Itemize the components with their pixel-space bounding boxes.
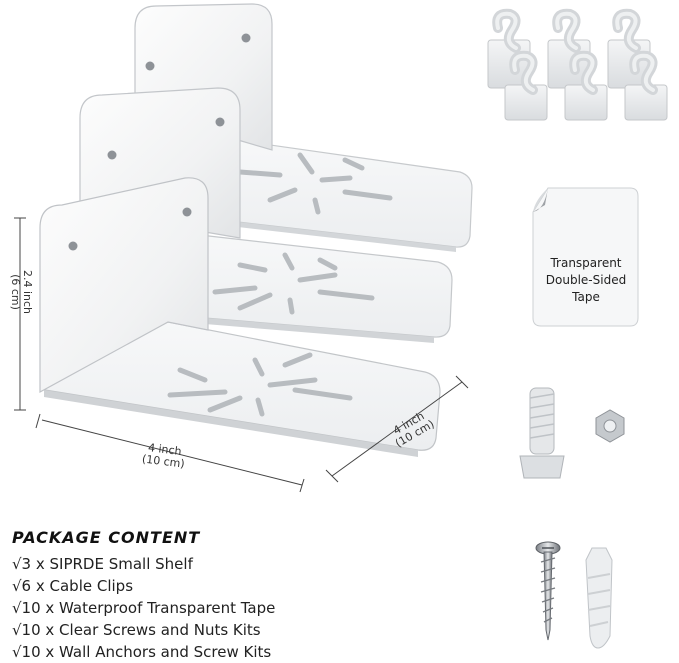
package-content: PACKAGE CONTENT √3 x SIPRDE Small Shelf … (12, 528, 432, 663)
package-item: √10 x Wall Anchors and Screw Kits (12, 643, 272, 661)
package-title: PACKAGE CONTENT (12, 528, 201, 547)
height-dimension-label: 2.4 inch (6 cm) (9, 269, 34, 315)
height-cm: (6 cm) (9, 274, 22, 310)
dimension-lines (14, 217, 469, 493)
shelf-front (39, 177, 441, 457)
package-item: √3 x SIPRDE Small Shelf (12, 555, 193, 573)
tape-label: Transparent Double-Sided Tape (534, 255, 638, 306)
cable-clips (487, 8, 668, 121)
clear-screw-and-nut (519, 387, 625, 479)
package-item: √10 x Clear Screws and Nuts Kits (12, 621, 261, 639)
wall-anchor-and-screw (535, 541, 613, 649)
height-inch: 2.4 inch (21, 269, 34, 315)
package-item: √10 x Waterproof Transparent Tape (12, 599, 276, 617)
double-sided-tape (532, 187, 639, 327)
tape-label-line-3: Tape (572, 290, 600, 304)
package-list: √3 x SIPRDE Small Shelf √6 x Cable Clips… (12, 553, 432, 663)
tape-label-line-2: Double-Sided (545, 273, 627, 287)
package-item: √6 x Cable Clips (12, 577, 134, 595)
tape-label-line-1: Transparent (550, 256, 622, 270)
